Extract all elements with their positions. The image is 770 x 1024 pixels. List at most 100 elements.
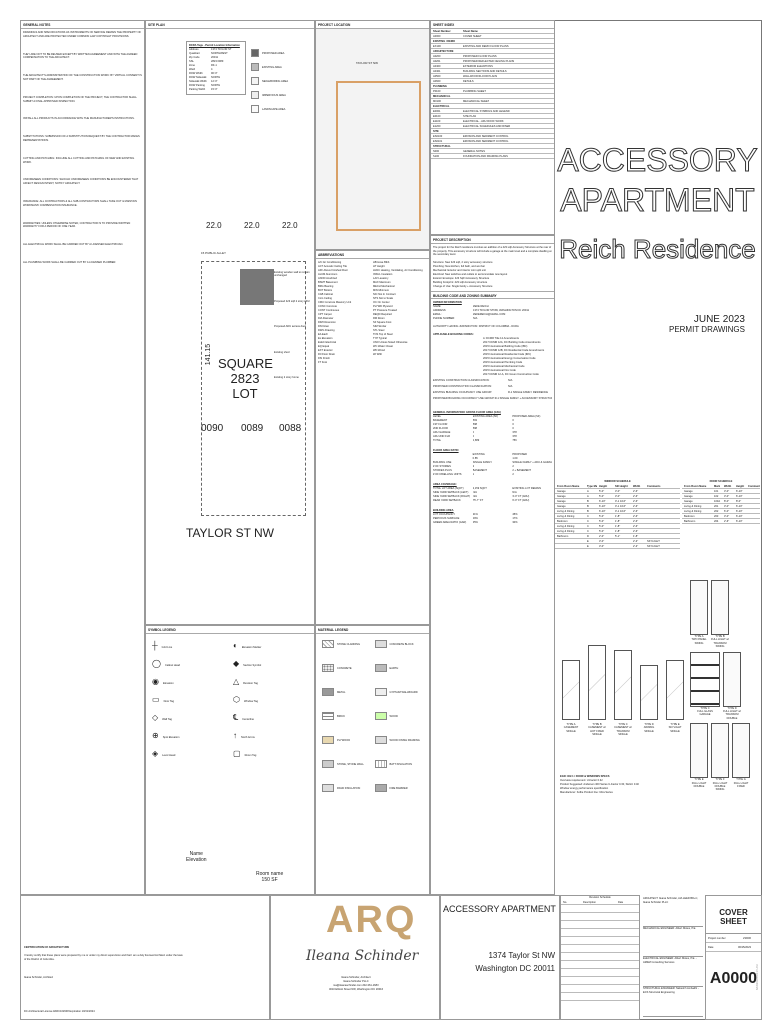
project-number: 23/006 — [743, 937, 751, 940]
owner-value: 1374 TAYLOR STNW, WASHINGTON DC 20011 — [473, 308, 530, 312]
door_schedule-header: From Room NameMarkWidthHeightComments — [682, 484, 760, 489]
building_area-cell: 29% — [472, 516, 478, 520]
abbreviation: PT Pressure Treated — [373, 309, 397, 312]
abbreviation: HB Hose Bibb — [373, 261, 390, 264]
window_schedule-cell: SKYLIGHT — [647, 540, 660, 543]
material-label: PLYWOOD — [337, 739, 351, 742]
door-type-label: FULL LIGHT w/ TRANSOM — [723, 710, 741, 717]
sheet-index-row: STRUCTURAL — [431, 144, 554, 149]
gfa-cell: BASEMENT — [433, 418, 448, 422]
material-label: METAL — [337, 691, 346, 694]
neighboring-swatch — [251, 77, 259, 86]
sheet-index-row: A0600 DETAILS — [431, 79, 554, 84]
gfa-cell: 756 — [512, 438, 517, 442]
symbol-item: ▢Room Tag — [233, 748, 308, 760]
door_schedule-col: From Room Name — [684, 485, 707, 488]
title-line2: APARTMENT — [560, 182, 755, 219]
construction-key: PROPOSED CONSTRUCTION CLASSIFICATION: — [433, 384, 492, 388]
symbol-item: ◉Elevation — [152, 676, 227, 688]
window-type-label: TYPE E — [670, 723, 680, 726]
section-symbol-icon: ◆ — [233, 659, 240, 668]
building-code: 2015 International Residential Code (IRC… — [483, 352, 532, 356]
window-type-label: TYPE C — [618, 723, 628, 726]
window-type-label: SINGLE — [670, 729, 680, 733]
door_schedule-col: Width — [724, 485, 732, 488]
window-type-label: CASEMENT w/ HOT FIXED — [588, 726, 606, 733]
sheet-number: PLUMBING — [433, 85, 447, 88]
concrete-block-swatch — [374, 640, 387, 649]
lot_coverage-cell: 75'-7" FT — [472, 498, 484, 502]
project-description-text: The project for the Reich residence invo… — [433, 246, 552, 257]
title-line3: Reich Residence — [559, 234, 757, 265]
gfa-col: PROPOSED AREA (SF) — [512, 414, 541, 418]
door_schedule-cell: 201 — [714, 505, 719, 508]
general-note: INSURANCE: ALL CONTRACTORS & ALL SUB-CON… — [23, 199, 137, 207]
general-note: INSTALL ALL PRODUCTS IN ACCORDANCE WITH … — [23, 117, 135, 121]
revision-row — [561, 961, 639, 969]
sheet-index-row: PLUMBING — [431, 84, 554, 89]
material-item: EARTH — [374, 664, 424, 674]
abbreviation: WD Wood — [373, 349, 385, 352]
lot_coverage-title: AREA COVERAGE: — [433, 482, 457, 486]
door-type-label: FULL LIGHT — [691, 781, 707, 785]
window_schedule-cell: 5'-0" — [599, 520, 605, 523]
door-elevation — [690, 723, 708, 779]
window_schedule-cell: 0'-1 1/16" — [615, 500, 626, 503]
sheet-number: E0100 — [433, 115, 441, 118]
tb-address2: Washington DC 20011 — [475, 964, 555, 973]
window_schedule-cell — [613, 544, 631, 548]
window_schedule-col: Type Mark — [587, 485, 597, 488]
window_schedule-cell: 2'-0" — [599, 535, 605, 538]
metal-swatch — [322, 688, 334, 697]
material-label: STONE, STONE WALL — [337, 763, 364, 766]
owner-row: ADDRESS:1374 TAYLOR STNW, WASHINGTON DC … — [433, 309, 552, 313]
project-block: ACCESSORY APARTMENT 1374 Taylor St NW Wa… — [440, 895, 560, 1020]
material-item: PLYWOOD — [322, 736, 371, 746]
far-existing: 0.85 — [472, 456, 478, 460]
square-lot-label: SQUARE 2823 LOT — [218, 356, 273, 401]
door_schedule-cell: 6'-10" — [736, 510, 743, 513]
sheet-name: ELECTRICAL SYMBOLS AND LEGEND — [463, 110, 510, 113]
legend-label: LANDSCAPE AREA — [262, 108, 286, 111]
door_schedule-cell: 8'-0" — [724, 500, 730, 503]
window-elevation — [562, 660, 580, 720]
sheet-number: A0600 — [433, 80, 441, 83]
window_schedule-col: Width — [633, 485, 641, 488]
symbol-item: ⊕Spot Elevation — [152, 730, 227, 742]
gfa-cell: TOTAL — [433, 438, 442, 442]
window_schedule-col: Comments — [647, 485, 661, 488]
door-type-label: FULL GLASS — [697, 710, 713, 714]
sheet-number: E1200 — [433, 125, 441, 128]
lot_coverage-cell: 3'-0" FT (ADU) — [512, 494, 530, 498]
dim-3: 22.0 — [282, 221, 298, 230]
owner-key: NAME: — [433, 304, 442, 308]
symbol-label: Section Symbol — [243, 664, 262, 667]
far-cell: STORIES PLUS — [433, 468, 452, 472]
abbreviation: EQ Equal — [318, 345, 330, 348]
signature: Ileana Schinder — [306, 948, 419, 964]
window-type-label: TYPE B — [592, 723, 602, 726]
material-item: BRICK — [322, 712, 371, 722]
building-code: 2015 International Mechanical Code — [483, 364, 525, 368]
window_schedule-cell: Living & Dining — [557, 510, 575, 513]
abbreviation: W/ With — [373, 353, 383, 356]
sheet-name: DETAILS — [463, 80, 474, 83]
sheet-name — [461, 104, 463, 108]
window_schedule-cell: C — [587, 520, 589, 523]
lot_coverage-cell: TOTAL LOT AREA (SQFT) — [433, 486, 464, 490]
zoning-key: Ward — [189, 68, 196, 71]
window_schedule-cell: 1'-8" — [615, 520, 621, 523]
